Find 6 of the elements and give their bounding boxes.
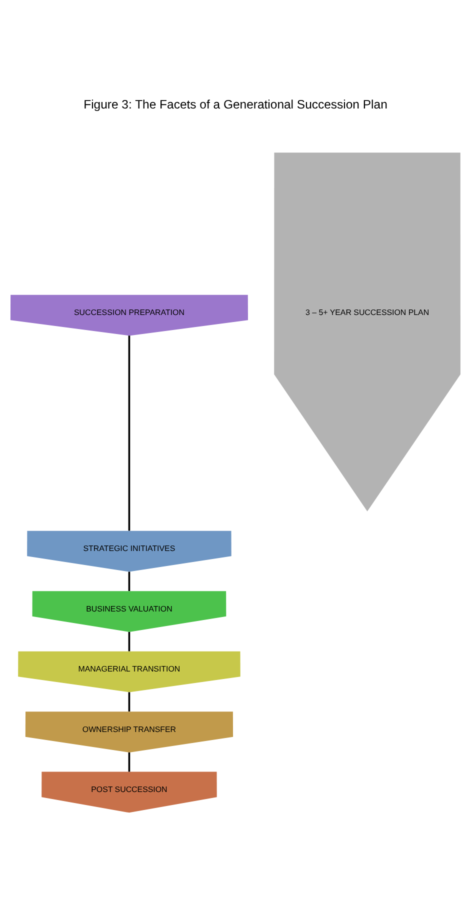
diagram-title: Figure 3: The Facets of a Generational Succession Plan — [84, 98, 388, 112]
connector — [128, 572, 130, 592]
connector — [128, 752, 130, 772]
connector — [128, 336, 130, 531]
connector — [128, 692, 130, 712]
connector — [128, 632, 130, 652]
